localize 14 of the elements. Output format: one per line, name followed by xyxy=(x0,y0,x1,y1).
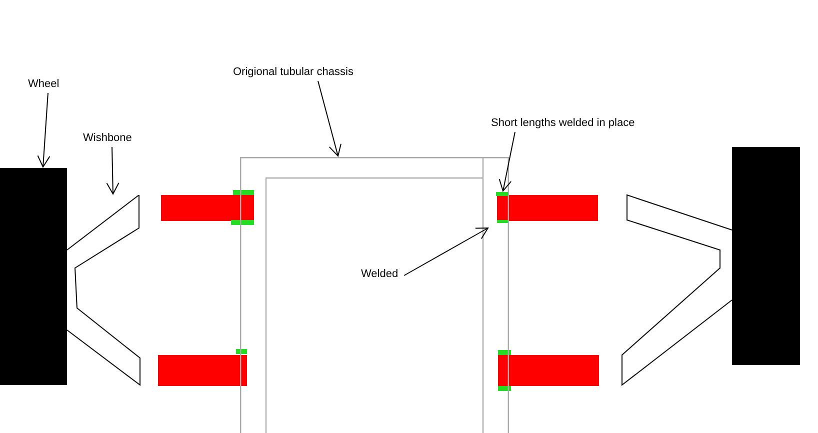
part-label: Wheel xyxy=(28,78,60,91)
leader-arrow xyxy=(498,132,516,192)
chassis-frame-drawing xyxy=(240,157,509,433)
part-label: Wishbone xyxy=(83,132,132,145)
leader-arrow xyxy=(106,146,120,194)
part-label: Origional tubular chassis xyxy=(233,66,354,79)
part-label: Welded xyxy=(361,268,398,281)
weld-strip xyxy=(496,192,508,196)
leader-arrow xyxy=(37,92,50,168)
leader-arrow xyxy=(404,228,488,276)
wishbone xyxy=(67,195,142,387)
part-label: Short lengths welded in place xyxy=(491,117,635,130)
leader-arrow xyxy=(318,80,342,156)
wheel xyxy=(0,168,67,385)
